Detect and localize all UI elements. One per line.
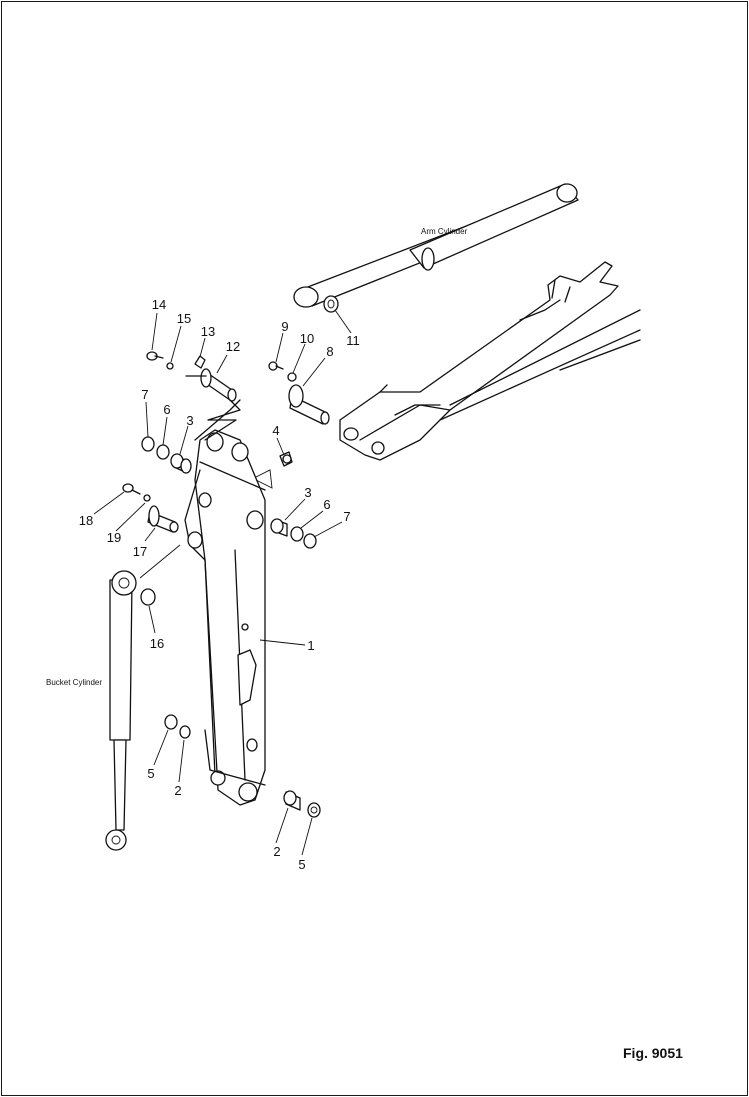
callout-2-right: 2: [273, 844, 280, 859]
callout-4: 4: [272, 423, 279, 438]
callout-14: 14: [152, 297, 166, 312]
bottom-left-bushings: [164, 714, 191, 739]
bucket-cylinder: Bucket Cylinder: [46, 570, 137, 851]
callout-10: 10: [300, 331, 314, 346]
callout-15: 15: [177, 311, 191, 326]
arm-cylinder-label: Arm Cylinder: [421, 227, 468, 236]
arm-body: [184, 399, 273, 806]
right-bushings: [270, 518, 317, 549]
figure-number: Fig. 9051: [623, 1045, 683, 1061]
pin-17-group: [122, 483, 179, 533]
bottom-right-bushings: [283, 790, 321, 818]
callout-7-right: 7: [343, 509, 350, 524]
callout-9: 9: [281, 319, 288, 334]
bucket-cylinder-label: Bucket Cylinder: [46, 678, 102, 687]
callout-12: 12: [226, 339, 240, 354]
callout-5-right: 5: [298, 857, 305, 872]
callout-18: 18: [79, 513, 93, 528]
callout-1: 1: [307, 638, 314, 653]
callout-3-right: 3: [304, 485, 311, 500]
callout-17: 17: [133, 544, 147, 559]
callout-5-left: 5: [147, 766, 154, 781]
callout-13: 13: [201, 324, 215, 339]
callout-16: 16: [150, 636, 164, 651]
callout-numbers: 1 2 2 3 3 4 5 5 6 6 7 7 8 9 10 11 12 13 …: [79, 297, 360, 872]
pin-8-group: [268, 361, 330, 425]
washer-16: [140, 588, 156, 606]
callout-6-right: 6: [323, 497, 330, 512]
callout-19: 19: [107, 530, 121, 545]
callout-6-left: 6: [163, 402, 170, 417]
boom: [339, 261, 641, 461]
left-bushings: [141, 436, 192, 474]
callout-11: 11: [346, 333, 360, 348]
callout-3-left: 3: [186, 413, 193, 428]
callout-7-left: 7: [141, 387, 148, 402]
leader-lines: [93, 309, 352, 856]
callout-8: 8: [326, 344, 333, 359]
arm-cylinder: Arm Cylinder: [293, 183, 579, 313]
callout-2-left: 2: [174, 783, 181, 798]
grease-fitting-4: [279, 451, 293, 467]
pin-12-group: [146, 351, 241, 441]
